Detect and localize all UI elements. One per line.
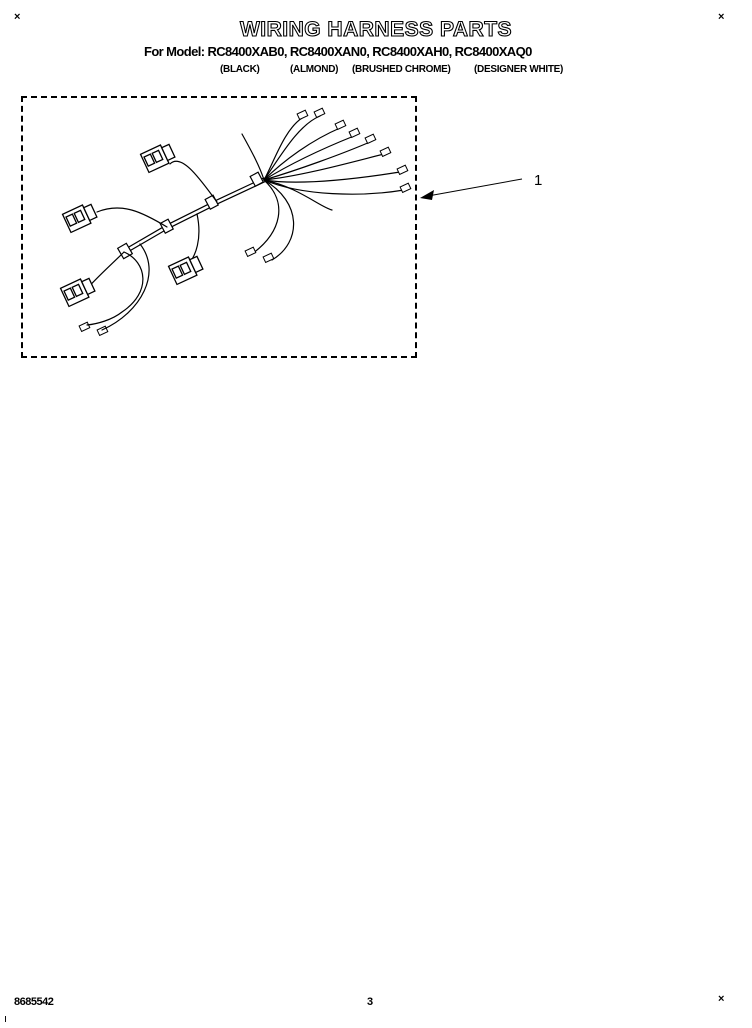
corner-mark-bottom-left: ı [4, 1013, 8, 1025]
diagram-frame [21, 96, 417, 358]
model-list: For Model: RC8400XAB0, RC8400XAN0, RC840… [144, 44, 532, 59]
color-black: (BLACK) [220, 64, 260, 75]
arrow-head-icon [420, 190, 434, 200]
color-designer-white: (DESIGNER WHITE) [474, 64, 564, 75]
corner-mark-top-left: × [14, 11, 21, 23]
page-number: 3 [367, 996, 374, 1008]
callout-number: 1 [534, 172, 543, 189]
corner-mark-bottom-right: × [718, 993, 725, 1005]
corner-mark-top-right: × [718, 11, 725, 23]
color-almond: (ALMOND) [290, 64, 339, 75]
document-code: 8685542 [14, 996, 54, 1008]
page-title: WIRING HARNESS PARTS [239, 17, 513, 41]
wiring-harness-illustration [59, 107, 412, 337]
color-brushed-chrome: (BRUSHED CHROME) [352, 64, 451, 75]
